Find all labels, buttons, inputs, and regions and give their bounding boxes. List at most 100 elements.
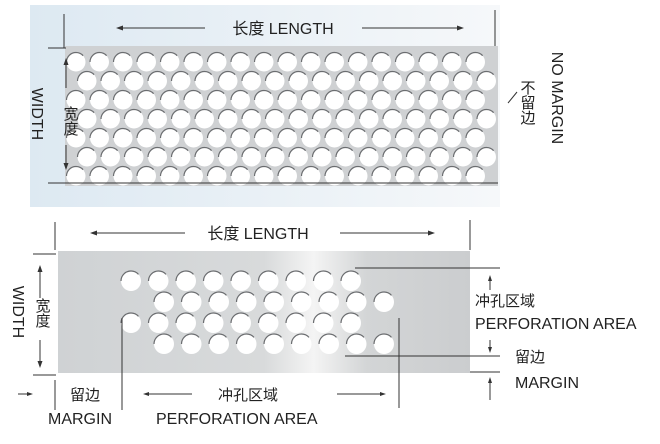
perforation-hole xyxy=(373,333,395,355)
perforation-hole xyxy=(235,333,258,355)
top-length-label: 长度 LENGTH xyxy=(232,20,333,38)
perforation-hole xyxy=(418,165,439,187)
perforation-hole xyxy=(441,89,463,111)
perforation-hole xyxy=(452,70,474,92)
perforation-hole xyxy=(405,70,427,92)
top-width-label-cn: 宽度 xyxy=(62,106,79,136)
perforation-hole xyxy=(175,270,197,292)
perforation-hole xyxy=(202,312,225,334)
perforation-hole xyxy=(230,312,252,334)
perforation-hole xyxy=(476,108,497,130)
arrowhead-icon xyxy=(488,377,492,383)
perforation-hole xyxy=(405,146,427,168)
perforation-hole xyxy=(318,291,340,313)
arrowhead-icon xyxy=(380,392,386,396)
perforation-hole xyxy=(311,108,333,130)
perforation-hole xyxy=(340,312,362,334)
perforation-hole xyxy=(394,89,416,111)
perforation-hole xyxy=(257,312,280,334)
perforation-hole xyxy=(147,270,170,292)
perforation-hole xyxy=(253,89,275,111)
top-holes xyxy=(65,51,497,187)
perforation-hole xyxy=(257,270,280,292)
perforation-hole xyxy=(183,51,204,73)
perforation-hole xyxy=(324,165,345,187)
perforation-hole xyxy=(277,127,298,149)
perforation-hole xyxy=(202,270,225,292)
perforation-hole xyxy=(147,312,170,334)
perforation-hole xyxy=(311,70,333,92)
margin-label-en: MARGIN xyxy=(515,375,579,392)
perforation-hole xyxy=(136,51,157,73)
perforation-hole xyxy=(288,108,309,130)
perforation-hole xyxy=(147,70,168,92)
perforation-hole xyxy=(476,146,497,168)
perforation-hole xyxy=(465,165,486,187)
arrowhead-icon xyxy=(488,347,492,353)
perforation-hole xyxy=(441,127,463,149)
perforation-hole xyxy=(405,108,427,130)
perforation-hole xyxy=(136,127,157,149)
bottom-width-label-en: WIDTH xyxy=(9,286,26,338)
perforation-hole xyxy=(290,333,313,355)
perforation-hole xyxy=(170,70,192,92)
bottom-width-label-cn: 宽度 xyxy=(34,298,51,328)
perforation-hole xyxy=(76,146,98,168)
arrowhead-icon xyxy=(63,58,69,65)
perforation-hole xyxy=(206,89,228,111)
perforation-hole xyxy=(76,108,98,130)
arrowhead-icon xyxy=(63,163,69,170)
perforation-hole xyxy=(300,89,322,111)
perforation-hole xyxy=(277,89,298,111)
perforation-hole xyxy=(335,108,356,130)
perforation-hole xyxy=(76,70,98,92)
perforation-hole xyxy=(89,89,110,111)
perforation-hole xyxy=(335,146,356,168)
perforation-hole xyxy=(153,333,175,355)
perforation-hole xyxy=(358,108,380,130)
perforation-hole xyxy=(183,89,204,111)
perforation-hole xyxy=(136,165,157,187)
perforation-hole xyxy=(147,108,168,130)
perforation-hole xyxy=(180,291,203,313)
arrowhead-icon xyxy=(428,230,435,236)
perforation-hole xyxy=(230,127,251,149)
perforation-hole xyxy=(123,70,145,92)
margin-label-cn: 留边 xyxy=(515,349,545,366)
perforation-hole xyxy=(324,127,345,149)
perforation-hole xyxy=(159,165,181,187)
perforation-hole xyxy=(340,270,362,292)
perforation-hole xyxy=(288,70,309,92)
perforation-hole xyxy=(112,51,134,73)
perforation-hole xyxy=(175,312,197,334)
perforation-hole xyxy=(159,89,181,111)
perforation-hole xyxy=(89,127,110,149)
perforation-hole xyxy=(441,165,463,187)
arrowhead-icon xyxy=(37,265,43,272)
arrowhead-icon xyxy=(27,392,33,396)
perforation-hole xyxy=(288,146,309,168)
perforation-hole xyxy=(159,127,181,149)
bottom-margin-label-cn: 留边 xyxy=(70,387,100,404)
perforation-hole xyxy=(277,51,298,73)
perforation-hole xyxy=(347,165,369,187)
arrowhead-icon xyxy=(143,392,149,396)
perforation-hole xyxy=(100,70,121,92)
perforation-hole xyxy=(371,127,392,149)
bottom-diagram: 长度 LENGTH WIDTH 宽度 冲孔区域 PERFORATION AREA… xyxy=(9,220,637,428)
perforation-hole xyxy=(241,70,262,92)
bottom-length-label: 长度 LENGTH xyxy=(207,225,308,243)
perforation-hole xyxy=(312,312,335,334)
perforation-hole xyxy=(347,51,369,73)
perforation-hole xyxy=(285,270,307,292)
perforation-hole xyxy=(418,51,439,73)
perforation-hole xyxy=(170,146,192,168)
perforation-hole xyxy=(136,89,157,111)
perforation-hole xyxy=(263,291,285,313)
perforation-hole xyxy=(217,146,239,168)
perforation-hole xyxy=(429,70,450,92)
perforation-hole xyxy=(358,70,380,92)
perforation-area-label-cn: 冲孔区域 xyxy=(475,293,535,310)
perforation-hole xyxy=(429,108,450,130)
